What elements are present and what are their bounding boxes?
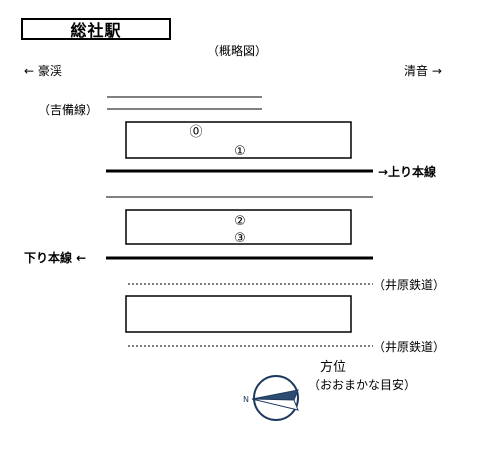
compass-icon: N	[243, 375, 299, 421]
track-number-1: ①	[234, 144, 246, 159]
track-number-0: ⓪	[189, 125, 202, 140]
compass-note: （おおまかな目安）	[308, 378, 417, 392]
diagram-subtitle: （概略図）	[207, 44, 268, 58]
ibara-railway-label-lower: （井原鉄道）	[373, 340, 446, 354]
platform-1	[125, 121, 352, 159]
track-number-3: ③	[234, 231, 246, 246]
ibara-railway-label-upper: （井原鉄道）	[373, 278, 446, 292]
platform-2	[125, 209, 352, 245]
direction-left-label: ← 豪渓	[24, 64, 62, 78]
kibi-line-label: （吉備線）	[38, 103, 99, 117]
compass-title: 方位	[320, 360, 347, 375]
up-main-line-label: →上り本線	[378, 165, 437, 179]
compass-north-label: N	[243, 395, 249, 404]
track-number-2: ②	[234, 214, 246, 229]
station-title-box: 総社駅	[21, 18, 171, 40]
down-main-line-label: 下り本線 ←	[24, 251, 87, 265]
direction-right-label: 清音 →	[404, 64, 442, 78]
platform-3	[125, 295, 352, 333]
station-title: 総社駅	[70, 21, 122, 40]
